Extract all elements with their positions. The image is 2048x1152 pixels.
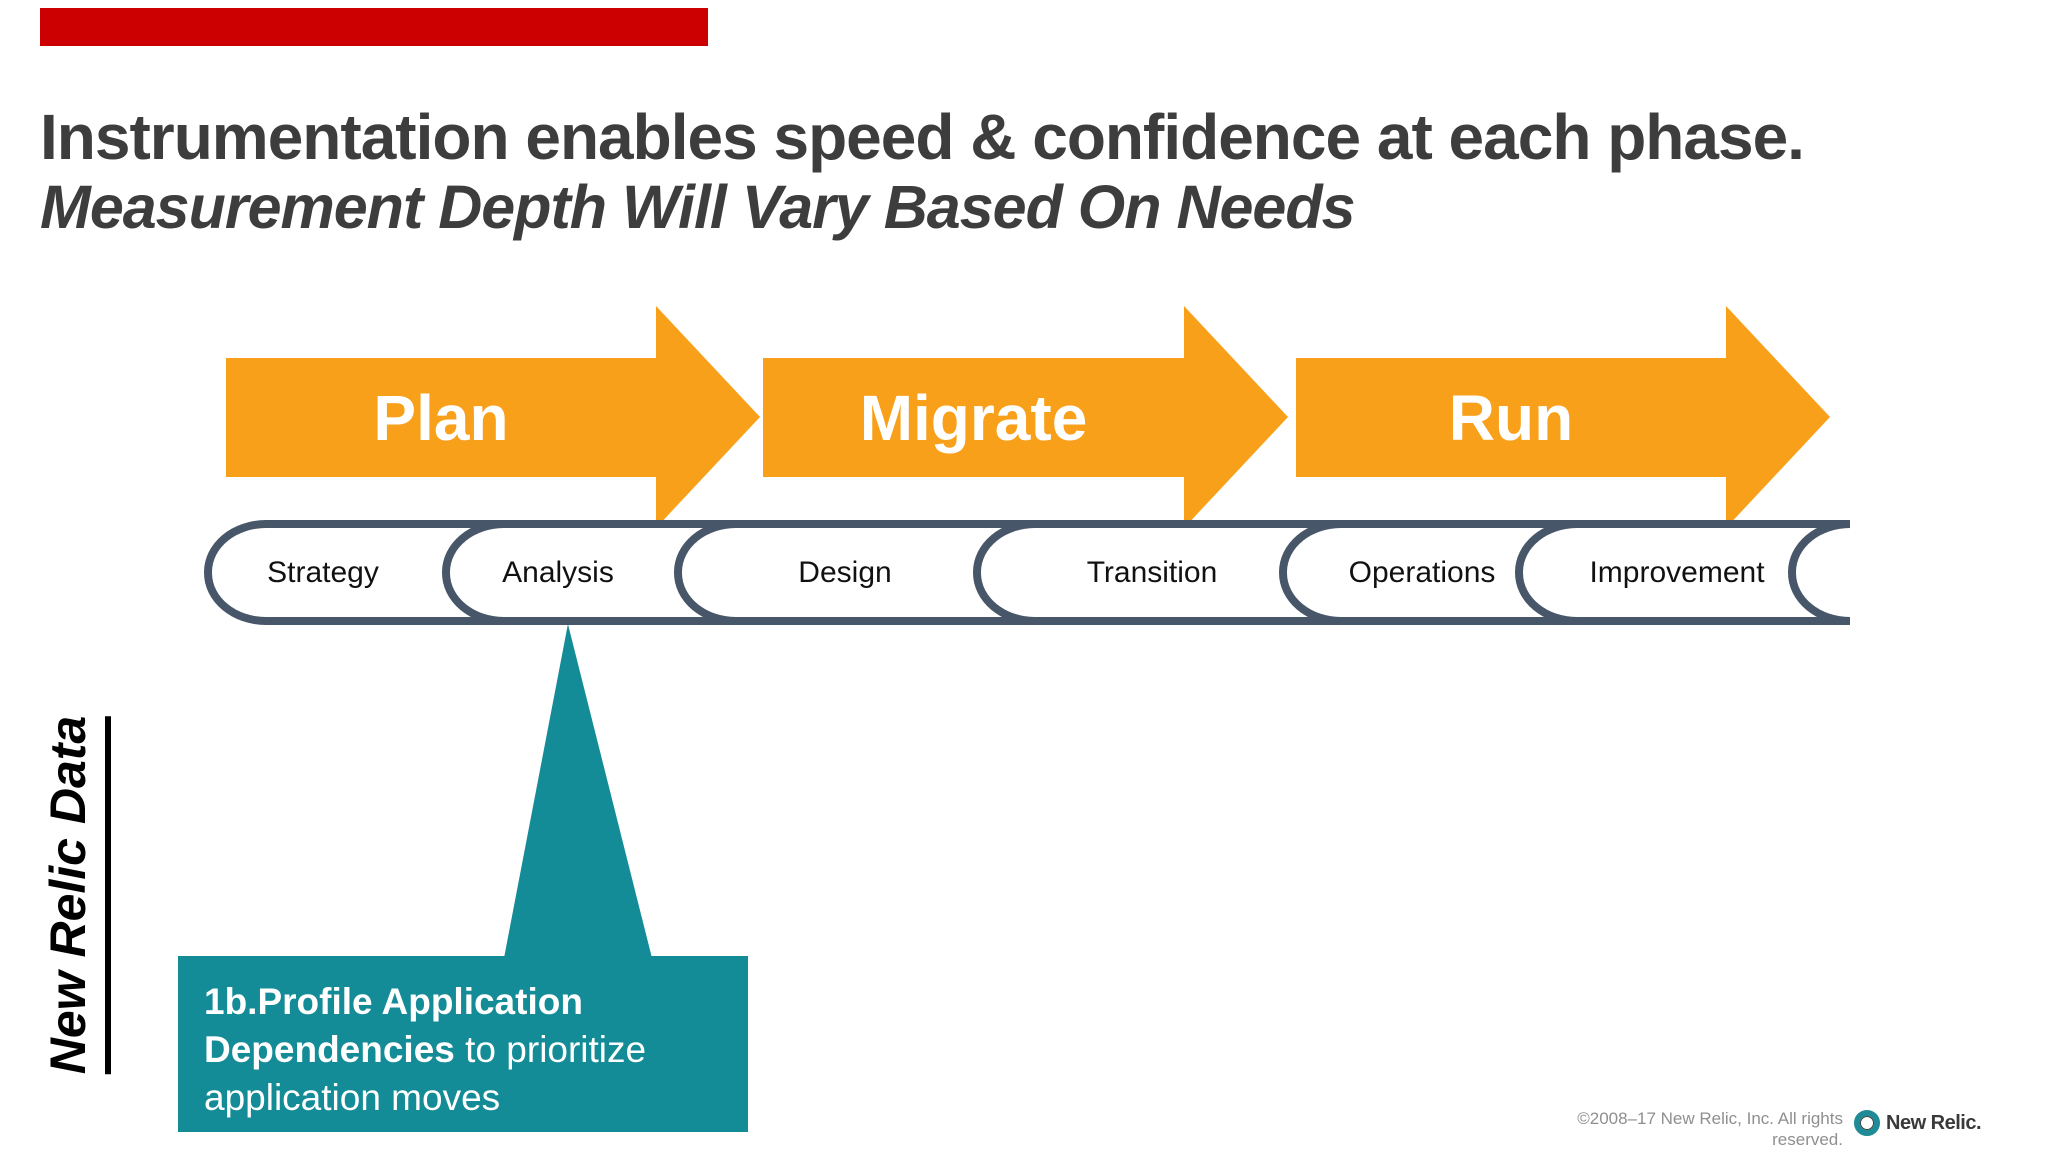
callout-box: 1b.Profile Application Dependencies to p… bbox=[178, 956, 748, 1132]
copyright-notice: ©2008–17 New Relic, Inc. All rights rese… bbox=[1577, 1108, 1843, 1150]
phase-arrow-plan-label: Plan bbox=[373, 381, 509, 454]
pipeline-stage-strategy: Strategy bbox=[267, 556, 379, 589]
copyright-line2: reserved. bbox=[1772, 1130, 1843, 1149]
phase-arrow-plan-head-icon bbox=[656, 306, 760, 528]
pipeline-stage-design: Design bbox=[798, 556, 892, 589]
new-relic-logo: New Relic. bbox=[1854, 1110, 1982, 1136]
copyright-line1: ©2008–17 New Relic, Inc. All rights bbox=[1577, 1109, 1843, 1128]
new-relic-logo-text: New Relic. bbox=[1886, 1111, 1982, 1134]
callout-regular-text: to prioritize application moves bbox=[204, 1029, 647, 1118]
top-accent-bar bbox=[40, 8, 708, 46]
pipeline-segment bbox=[1515, 520, 1848, 625]
pipeline-stage-transition: Transition bbox=[1086, 556, 1218, 589]
pipeline-stage-analysis: Analysis bbox=[502, 556, 614, 589]
phase-arrow-migrate: Migrate bbox=[763, 358, 1184, 477]
phase-arrow-migrate-head-icon bbox=[1184, 306, 1288, 528]
slide-title: Instrumentation enables speed & confiden… bbox=[40, 101, 1805, 173]
slide-subtitle: Measurement Depth Will Vary Based On Nee… bbox=[40, 173, 1356, 241]
phase-arrow-plan: Plan bbox=[226, 358, 656, 477]
callout-pointer-triangle bbox=[504, 624, 652, 958]
phase-arrow-run-head-icon bbox=[1726, 306, 1830, 528]
pipeline-stage-improvement: Improvement bbox=[1589, 556, 1765, 589]
phase-arrow-run-label: Run bbox=[1448, 381, 1574, 454]
callout-bold-text: 1b.Profile Application Dependencies bbox=[204, 981, 583, 1070]
phase-arrow-run: Run bbox=[1296, 358, 1726, 477]
pipeline-stage-operations: Operations bbox=[1348, 556, 1496, 589]
phase-arrow-migrate-label: Migrate bbox=[859, 381, 1088, 454]
new-relic-ring-icon bbox=[1854, 1110, 1880, 1136]
